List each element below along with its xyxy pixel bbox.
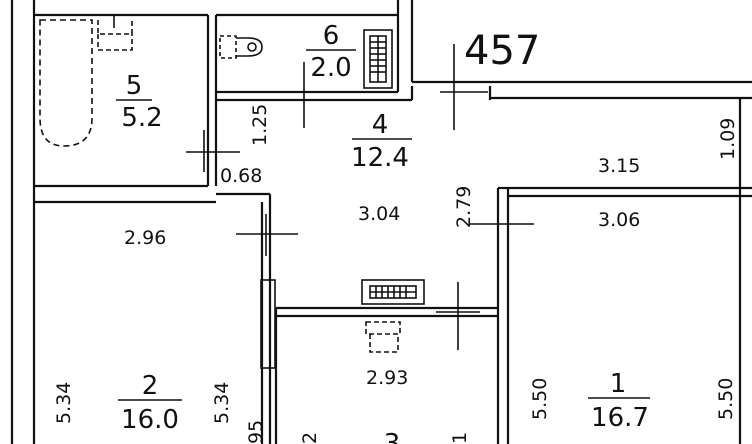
room-5-number: 5 — [126, 71, 143, 101]
dim-2-79: 2.79 — [453, 186, 475, 228]
radiator-hall-icon — [361, 279, 425, 305]
dim-5-50-left: 5.50 — [529, 378, 551, 420]
dim-1-25: 1.25 — [249, 104, 271, 146]
dim-1-09: 1.09 — [717, 118, 739, 160]
room-4-area: 12.4 — [351, 143, 409, 173]
dim-3-15: 3.15 — [598, 155, 640, 177]
washbasin-icon — [97, 15, 133, 51]
bathtub-icon — [39, 19, 93, 147]
dim-partial-2: 2 — [299, 432, 321, 444]
room-6-number: 6 — [323, 21, 340, 51]
dim-3-06: 3.06 — [598, 209, 640, 231]
dim-3-04: 3.04 — [358, 203, 400, 225]
room-2-area: 16.0 — [121, 405, 179, 435]
dim-partial-95: 95 — [245, 420, 267, 444]
dim-2-93: 2.93 — [366, 367, 408, 389]
room-2-number: 2 — [142, 371, 159, 401]
dim-2-96: 2.96 — [124, 227, 166, 249]
dim-5-50-right: 5.50 — [715, 378, 737, 420]
toilet-icon — [219, 35, 263, 59]
room-6-area: 2.0 — [310, 53, 351, 83]
room-3-number: 3 — [384, 429, 401, 444]
room-1-area: 16.7 — [591, 403, 649, 433]
dim-5-34-right: 5.34 — [211, 382, 233, 424]
sink-icon — [365, 321, 401, 353]
room-4-number: 4 — [372, 110, 389, 140]
dim-0-68: 0.68 — [220, 165, 262, 187]
dimension-ticks — [186, 44, 534, 350]
radiator-wc-icon — [363, 29, 393, 89]
room-5-area: 5.2 — [121, 103, 162, 133]
dim-partial-1: 1 — [449, 432, 471, 444]
room-1-number: 1 — [610, 369, 627, 399]
apartment-number: 457 — [464, 28, 540, 74]
walls — [10, 0, 752, 444]
dim-5-34-left: 5.34 — [53, 382, 75, 424]
